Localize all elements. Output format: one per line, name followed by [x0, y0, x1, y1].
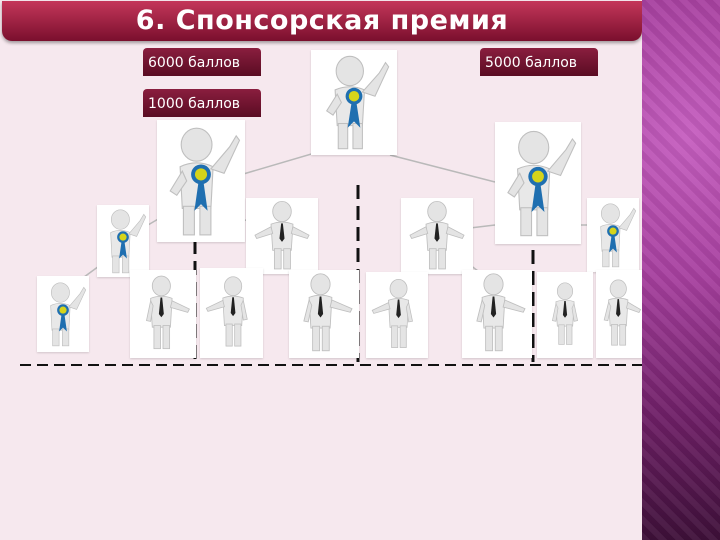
- figure-left-small-winner: [97, 205, 149, 277]
- badge-6000-points: 6000 баллов: [143, 48, 261, 76]
- figure-bottom-presenter-7: [596, 270, 642, 358]
- winner-person-icon: [600, 203, 637, 268]
- presenter-person-icon: [603, 279, 642, 346]
- title-bar: 6. Спонсорская премия: [2, 1, 642, 41]
- presenter-person-icon: [303, 273, 353, 352]
- presenter-person-icon: [205, 276, 248, 347]
- winner-person-icon: [50, 282, 87, 347]
- winner-person-icon: [507, 130, 577, 237]
- presenter-person-icon: [476, 273, 526, 352]
- presenter-person-icon: [146, 275, 190, 350]
- winner-person-icon: [325, 55, 390, 150]
- badge-1000-points: 1000 баллов: [143, 89, 261, 117]
- figure-bottom-left-winner: [37, 276, 89, 352]
- figure-mid-left-presenter: [246, 198, 318, 274]
- figure-left-sponsor: [157, 120, 245, 242]
- figure-bottom-presenter-4: [366, 272, 428, 358]
- figure-top-winner: [311, 50, 397, 155]
- slide-title: 6. Спонсорская премия: [135, 5, 509, 36]
- figure-right-sponsor: [495, 122, 581, 244]
- winner-person-icon: [169, 127, 241, 236]
- presenter-person-icon: [409, 200, 465, 270]
- figure-right-small-winner: [587, 198, 639, 272]
- slide: 6. Спонсорская премия 6000 баллов 1000 б…: [2, 1, 642, 366]
- decorative-sidebar: [642, 0, 720, 540]
- badge-5000-points: 5000 баллов: [480, 48, 598, 76]
- presenter-person-icon: [371, 278, 413, 348]
- figure-bottom-presenter-2: [200, 268, 263, 358]
- presenter-person-icon: [551, 282, 579, 345]
- winner-person-icon: [110, 209, 147, 274]
- figure-bottom-presenter-3: [289, 270, 359, 358]
- figure-bottom-presenter-6: [537, 272, 593, 358]
- figure-bottom-presenter-1: [130, 270, 196, 358]
- figure-mid-right-presenter: [401, 198, 473, 274]
- presenter-person-icon: [254, 200, 310, 270]
- figure-bottom-presenter-5: [462, 270, 532, 358]
